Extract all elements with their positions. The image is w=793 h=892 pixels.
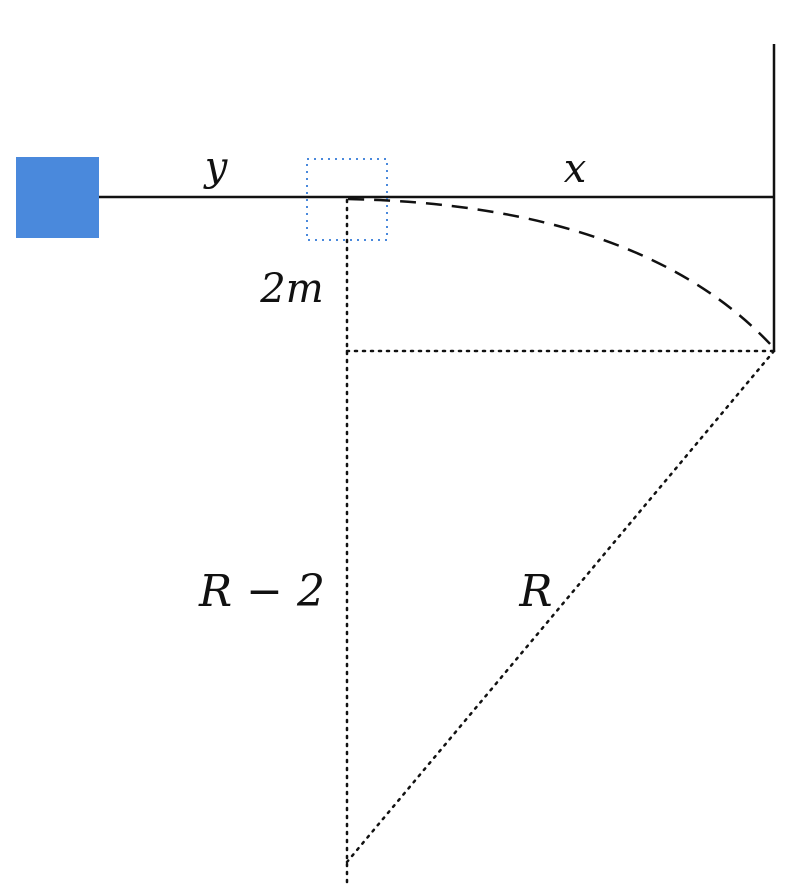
blue-block [16,157,99,238]
dashed-arc [347,197,773,347]
label-r: R [518,566,552,617]
dotted-diagonal [345,349,776,864]
label-x: x [564,146,587,192]
label-y: y [203,144,229,190]
label-r-minus-2: R − 2 [198,566,325,617]
label-2m: 2m [259,266,323,312]
